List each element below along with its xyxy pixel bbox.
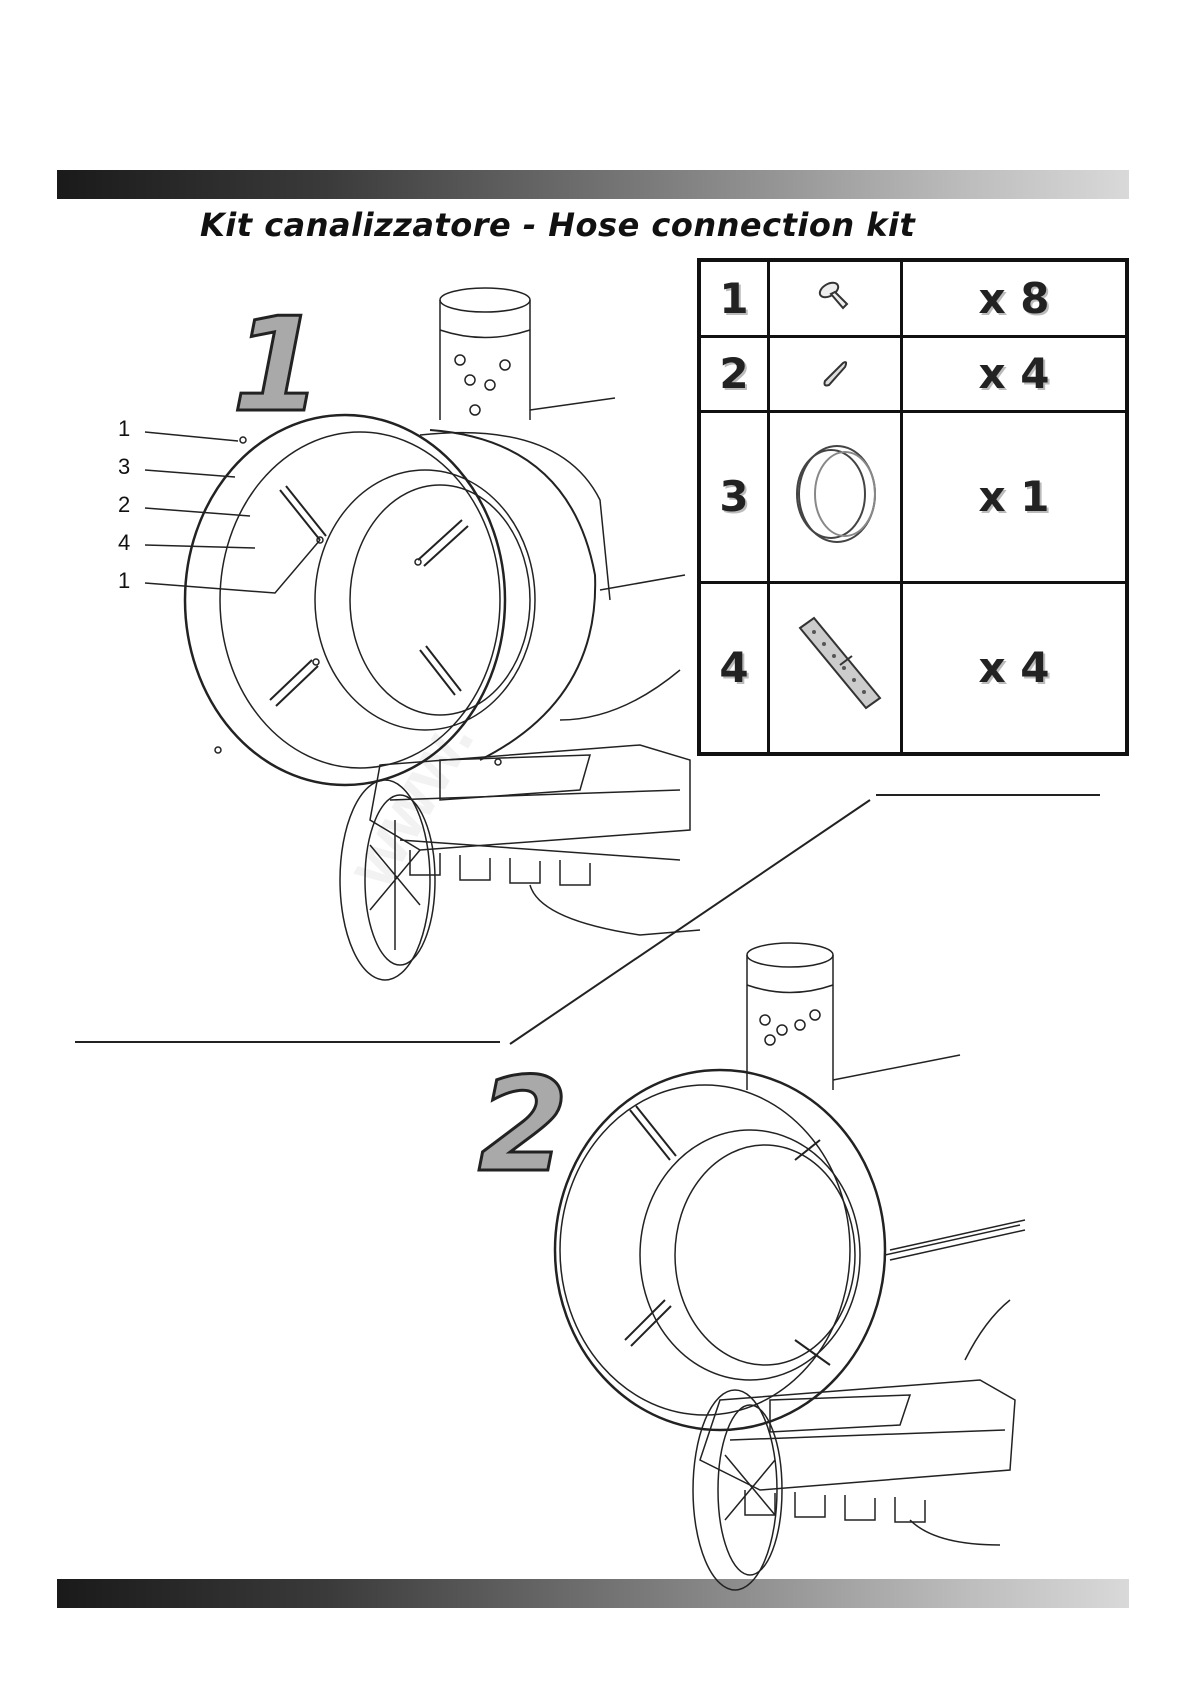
parts-table: 1 x 8 2 x 4 3 x 1 4 x 4 (697, 258, 1129, 756)
clip-icon (769, 336, 902, 411)
part-number: 3 (699, 411, 769, 582)
parts-row: 4 x 4 (699, 582, 1127, 754)
callout-label: 3 (118, 456, 130, 478)
bracket-strip-icon (769, 582, 902, 754)
step-number-1: 1 (232, 300, 322, 430)
part-number: 1 (699, 260, 769, 336)
heater-step2 (555, 943, 1025, 1590)
part-quantity: x 8 (902, 260, 1128, 336)
part-number: 4 (699, 582, 769, 754)
part-number: 2 (699, 336, 769, 411)
callout-label: 1 (118, 570, 130, 592)
parts-row: 3 x 1 (699, 411, 1127, 582)
heater-step1 (145, 288, 700, 980)
callout-label: 1 (118, 418, 130, 440)
parts-row: 2 x 4 (699, 336, 1127, 411)
part-quantity: x 1 (902, 411, 1128, 582)
parts-row: 1 x 8 (699, 260, 1127, 336)
part-quantity: x 4 (902, 582, 1128, 754)
step-number-2: 2 (478, 1060, 568, 1190)
screw-icon (769, 260, 902, 336)
callout-label: 4 (118, 532, 130, 554)
ring-icon (769, 411, 902, 582)
part-quantity: x 4 (902, 336, 1128, 411)
callout-label: 2 (118, 494, 130, 516)
